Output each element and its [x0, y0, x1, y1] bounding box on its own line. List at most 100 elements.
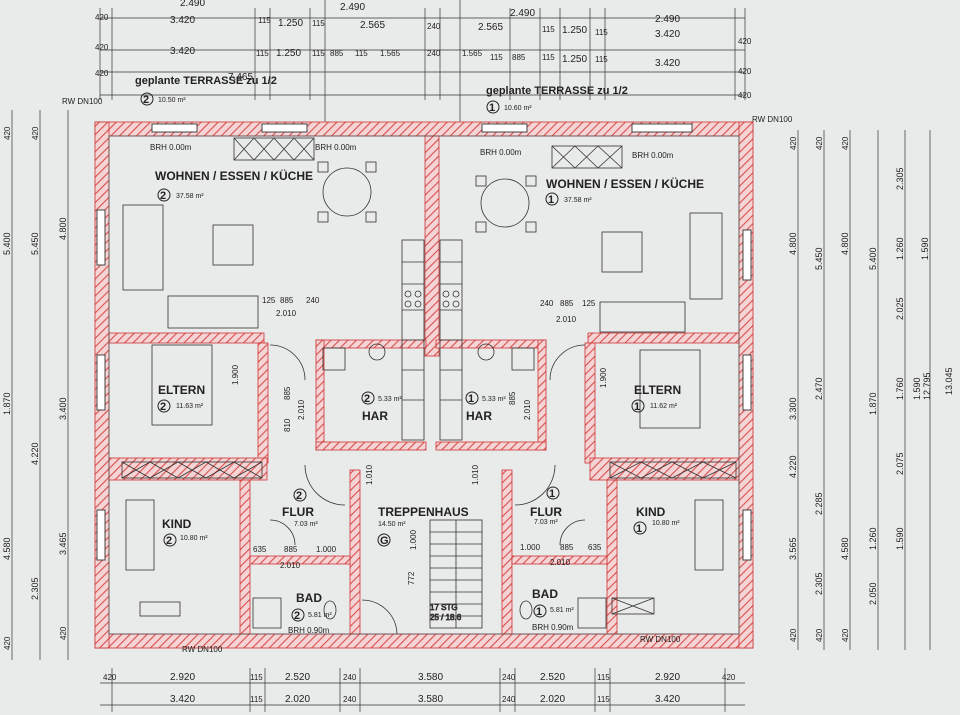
- svg-text:1.900: 1.900: [231, 364, 240, 385]
- room-kind-left: KIND: [162, 517, 192, 531]
- svg-text:2: 2: [364, 393, 370, 405]
- dim-label: 115: [595, 28, 608, 37]
- brh-note: BRH 0.90m: [532, 623, 574, 632]
- staircase: 17 STG 25 / 18.6: [429, 519, 483, 629]
- svg-text:420: 420: [103, 673, 117, 682]
- svg-text:2.305: 2.305: [895, 167, 905, 190]
- svg-text:3.300: 3.300: [788, 397, 798, 420]
- dim-label: 420: [95, 43, 109, 52]
- room-flur-left: FLUR: [282, 505, 314, 519]
- svg-text:2.025: 2.025: [895, 297, 905, 320]
- terrace-label-left: geplante TERRASSE zu 1/2: [135, 75, 277, 87]
- svg-text:240: 240: [540, 299, 554, 308]
- dim-label: 3.420: [655, 29, 680, 40]
- svg-text:3.465: 3.465: [58, 532, 68, 555]
- dim-label: 1.250: [562, 25, 587, 36]
- svg-text:2: 2: [166, 535, 172, 547]
- dim-label: 885: [512, 53, 526, 62]
- svg-text:37.58 m²: 37.58 m²: [564, 197, 592, 204]
- svg-text:10.80 m²: 10.80 m²: [652, 520, 680, 527]
- dim-label: 420: [738, 67, 752, 76]
- dim-label: 420: [95, 13, 109, 22]
- svg-text:10.80 m²: 10.80 m²: [180, 535, 208, 542]
- svg-text:240: 240: [343, 695, 357, 704]
- room-har-left: HAR: [362, 409, 388, 423]
- svg-text:420: 420: [815, 628, 824, 642]
- svg-text:1.870: 1.870: [868, 392, 878, 415]
- top-dimensions: [99, 0, 746, 125]
- svg-text:420: 420: [841, 136, 850, 150]
- terrace-num-right: 1: [489, 102, 495, 114]
- svg-text:1.870: 1.870: [2, 392, 12, 415]
- svg-text:885: 885: [508, 391, 517, 405]
- dim-label: 885: [330, 49, 344, 58]
- svg-text:2.020: 2.020: [540, 694, 565, 705]
- svg-text:3.420: 3.420: [170, 694, 195, 705]
- bottom-dimensions: [100, 668, 745, 712]
- svg-text:1.590: 1.590: [895, 527, 905, 550]
- svg-text:885: 885: [280, 296, 294, 305]
- svg-text:5.33 m²: 5.33 m²: [482, 396, 506, 403]
- svg-text:1.590: 1.590: [920, 237, 930, 260]
- svg-text:2.075: 2.075: [895, 452, 905, 475]
- svg-text:2.020: 2.020: [285, 694, 310, 705]
- svg-text:2.010: 2.010: [297, 399, 306, 420]
- svg-text:2.305: 2.305: [814, 572, 824, 595]
- svg-text:885: 885: [560, 299, 574, 308]
- svg-text:5.81 m²: 5.81 m²: [308, 612, 332, 619]
- svg-text:2.285: 2.285: [814, 492, 824, 515]
- svg-text:5.450: 5.450: [814, 247, 824, 270]
- inner-dimension-labels: 125 885 240 240 885 125 2.010 2.010 1.90…: [231, 296, 608, 585]
- brh-note: BRH 0.00m: [315, 143, 357, 152]
- brh-note: BRH 0.90m: [288, 626, 330, 635]
- svg-text:1: 1: [536, 606, 542, 618]
- left-dimension-labels: 5.400 5.450 4.800 4.220 3.400 3.465 4.58…: [2, 126, 68, 650]
- svg-text:1: 1: [634, 401, 640, 413]
- stair-ratio: 25 / 18.6: [430, 613, 462, 622]
- svg-text:1.260: 1.260: [868, 527, 878, 550]
- stair-steps: 17 STG: [430, 603, 458, 612]
- dim-label: 3.420: [170, 15, 195, 26]
- svg-text:2: 2: [296, 490, 302, 502]
- svg-text:1.010: 1.010: [471, 464, 480, 485]
- svg-text:115: 115: [597, 695, 610, 704]
- right-dimensions: [797, 130, 931, 650]
- svg-text:5.400: 5.400: [2, 232, 12, 255]
- svg-text:125: 125: [262, 296, 276, 305]
- dim-label: 1.250: [276, 48, 301, 59]
- room-wohnen-right: WOHNEN / ESSEN / KÜCHE: [546, 176, 704, 191]
- dim-label: 2.565: [478, 22, 503, 33]
- svg-text:420: 420: [722, 673, 736, 682]
- room-treppenhaus: TREPPENHAUS: [378, 505, 469, 519]
- svg-text:772: 772: [407, 571, 416, 585]
- right-dimension-labels: 4.800 5.450 4.800 5.400 2.305 1.260 1.59…: [788, 136, 954, 642]
- room-har-right: HAR: [466, 409, 492, 423]
- dim-label: 420: [738, 91, 752, 100]
- svg-text:2.520: 2.520: [540, 672, 565, 683]
- svg-text:4.800: 4.800: [788, 232, 798, 255]
- svg-text:5.400: 5.400: [868, 247, 878, 270]
- svg-text:240: 240: [306, 296, 320, 305]
- svg-text:37.58 m²: 37.58 m²: [176, 193, 204, 200]
- svg-text:115: 115: [250, 695, 263, 704]
- svg-text:4.800: 4.800: [58, 217, 68, 240]
- svg-text:2.010: 2.010: [523, 399, 532, 420]
- svg-text:3.420: 3.420: [655, 694, 680, 705]
- dim-label: 2.490: [510, 8, 535, 19]
- terrace-num-left: 2: [143, 94, 149, 106]
- rw-note: RW DN100: [62, 97, 103, 106]
- cabinets: [121, 137, 737, 617]
- svg-text:1: 1: [549, 488, 555, 500]
- terrace-area-right: 10.60 m²: [504, 105, 532, 112]
- dim-label: 115: [256, 49, 269, 58]
- svg-text:4.580: 4.580: [840, 537, 850, 560]
- svg-text:635: 635: [588, 543, 602, 552]
- svg-text:2.010: 2.010: [280, 561, 301, 570]
- svg-text:4.580: 4.580: [2, 537, 12, 560]
- svg-text:2.050: 2.050: [868, 582, 878, 605]
- windows: [96, 123, 752, 561]
- room-eltern-left: ELTERN: [158, 383, 205, 397]
- svg-text:4.220: 4.220: [30, 442, 40, 465]
- svg-text:240: 240: [502, 695, 516, 704]
